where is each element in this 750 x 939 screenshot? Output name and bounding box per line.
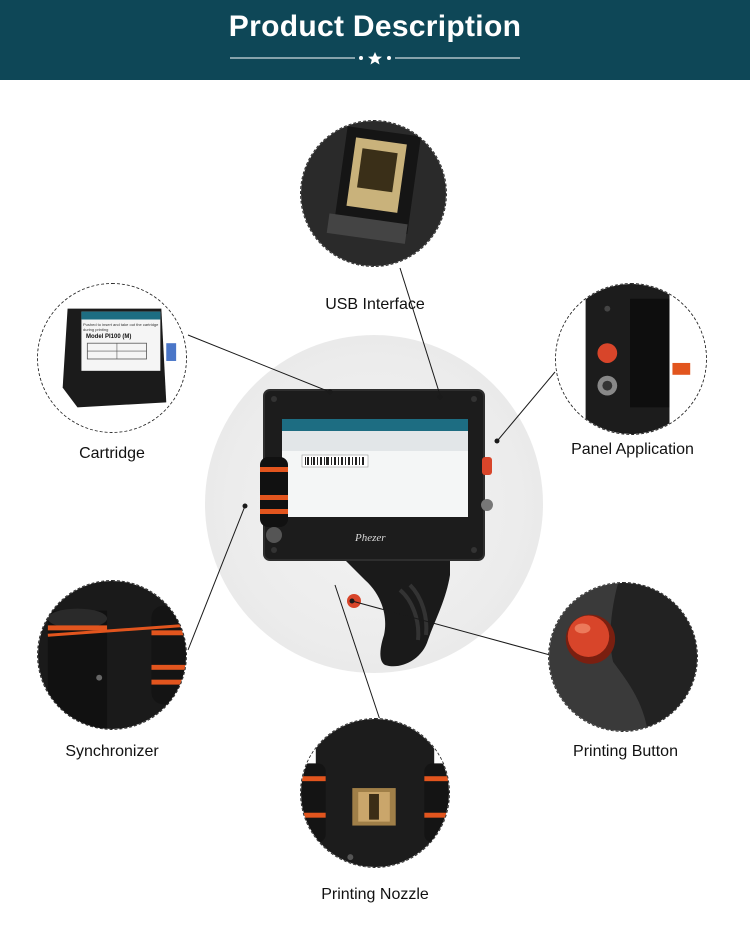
cartridge-sticker-text: Pushed to insert and take out the cartri… [83, 322, 159, 332]
synchronizer-wheel-icon [38, 581, 186, 729]
handheld-printer: Phezer [260, 389, 493, 667]
control-panel-icon [556, 284, 706, 434]
cartridge-model: Model PI100 (M) [86, 334, 132, 340]
cartridge-label: Cartridge [79, 445, 145, 462]
star-divider-icon [230, 52, 520, 65]
print-trigger-button-icon [549, 583, 697, 731]
page-title: Product Description [228, 10, 522, 43]
panel-application-detail [555, 283, 707, 435]
header-banner: Product Description [0, 0, 750, 80]
usb-interface-label: USB Interface [325, 296, 425, 313]
print-nozzle-icon [301, 719, 449, 867]
printing-nozzle-label: Printing Nozzle [321, 886, 429, 903]
ink-cartridge-icon [38, 284, 186, 432]
brand-logo: Phezer [354, 532, 386, 544]
usb-interface-detail [300, 120, 447, 267]
synchronizer-label: Synchronizer [65, 743, 159, 760]
synchronizer-detail [37, 580, 187, 730]
printing-nozzle-detail [300, 718, 450, 868]
cartridge-detail: Pushed to insert and take out the cartri… [37, 283, 187, 433]
printing-button-label: Printing Button [573, 743, 678, 760]
usb-port-icon [301, 121, 446, 266]
panel-application-label: Panel Application [571, 441, 694, 458]
printing-button-detail [548, 582, 698, 732]
